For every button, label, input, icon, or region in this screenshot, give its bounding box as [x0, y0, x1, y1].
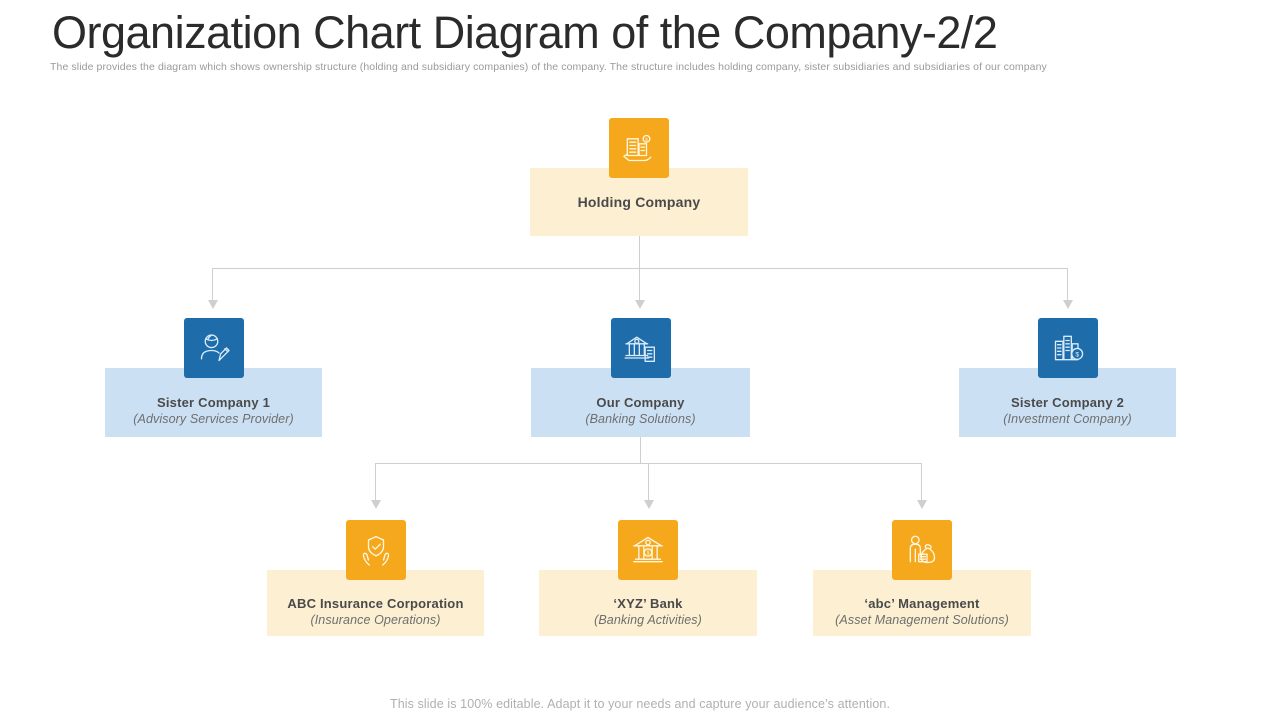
org-node-name: ‘XYZ’ Bank: [613, 595, 683, 611]
buildings-dollar-coin-icon: $: [1037, 318, 1098, 378]
org-node-name: ‘abc’ Management: [864, 595, 980, 611]
connector-to-sister2: [1067, 268, 1068, 303]
connector-to-abcins: [375, 463, 376, 502]
org-node-panel: ‘XYZ’ Bank (Banking Activities): [539, 570, 757, 636]
buildings-in-hand-icon: $: [609, 118, 669, 178]
org-node-xyz-bank[interactable]: ‘XYZ’ Bank (Banking Activities) $: [539, 520, 757, 636]
org-node-panel: Holding Company: [530, 168, 748, 236]
org-node-name: Sister Company 2: [1010, 395, 1124, 410]
slide-footer-note: This slide is 100% editable. Adapt it to…: [389, 697, 891, 711]
org-node-subtitle: (Asset Management Solutions): [835, 612, 1009, 627]
org-node-panel: ABC Insurance Corporation (Insurance Ope…: [267, 570, 484, 636]
page-title: Organization Chart Diagram of the Compan…: [52, 7, 998, 58]
org-node-subtitle: (Investment Company): [1003, 412, 1132, 426]
org-node-panel: Our Company (Banking Solutions): [531, 368, 750, 437]
arrow-to-xyzbank: [644, 500, 654, 509]
org-node-subtitle: (Banking Solutions): [585, 412, 696, 426]
connector-to-ourco: [639, 268, 640, 303]
svg-text:$: $: [1075, 351, 1079, 358]
connector-tier2-bus: [212, 268, 1068, 269]
org-node-subtitle: (Banking Activities): [594, 612, 702, 627]
shield-check-hands-icon: [345, 520, 406, 580]
page-subtitle: The slide provides the diagram which sho…: [50, 61, 1047, 73]
svg-text:$: $: [647, 551, 650, 557]
arrow-to-ourco: [635, 300, 645, 309]
org-node-holding-company[interactable]: Holding Company $: [530, 118, 748, 236]
bank-columns-icon: $: [618, 520, 678, 580]
org-node-sister-company-2[interactable]: Sister Company 2 (Investment Company) $: [959, 318, 1176, 437]
org-node-name: Our Company: [596, 395, 685, 410]
org-node-panel: Sister Company 2 (Investment Company): [959, 368, 1176, 437]
person-money-bags-icon: [892, 520, 952, 580]
org-node-name: Holding Company: [577, 194, 701, 210]
org-node-our-company[interactable]: Our Company (Banking Solutions): [531, 318, 750, 437]
svg-text:$: $: [645, 137, 648, 142]
org-node-panel: Sister Company 1 (Advisory Services Prov…: [105, 368, 322, 437]
org-node-name: ABC Insurance Corporation: [287, 595, 464, 611]
org-node-subtitle: (Insurance Operations): [310, 612, 441, 627]
org-node-subtitle: (Advisory Services Provider): [133, 412, 294, 426]
advisor-person-pen-icon: [183, 318, 244, 378]
connector-to-abcmgmt: [921, 463, 922, 502]
bank-building-document-icon: [610, 318, 671, 378]
connector-to-sister1: [212, 268, 213, 303]
arrow-to-sister2: [1063, 300, 1073, 309]
connector-ourco-stem: [640, 437, 641, 463]
org-node-panel: ‘abc’ Management (Asset Management Solut…: [813, 570, 1031, 636]
org-node-abc-management[interactable]: ‘abc’ Management (Asset Management Solut…: [813, 520, 1031, 636]
connector-to-xyzbank: [648, 463, 649, 502]
connector-holding-stem: [639, 236, 640, 268]
org-node-abc-insurance[interactable]: ABC Insurance Corporation (Insurance Ope…: [267, 520, 484, 636]
arrow-to-abcmgmt: [917, 500, 927, 509]
org-node-name: Sister Company 1: [156, 395, 270, 410]
arrow-to-sister1: [208, 300, 218, 309]
arrow-to-abcins: [371, 500, 381, 509]
org-node-sister-company-1[interactable]: Sister Company 1 (Advisory Services Prov…: [105, 318, 322, 437]
